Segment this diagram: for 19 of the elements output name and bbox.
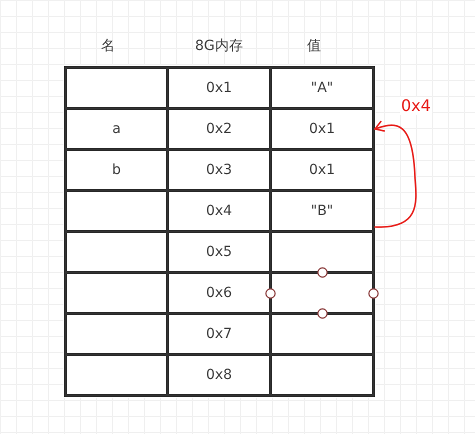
table-cell: b [64, 148, 169, 192]
table-cell: 0x8 [166, 353, 272, 397]
edge-label: 0x4 [400, 97, 432, 115]
table-cell: 0x7 [166, 312, 272, 356]
table-cell: 0x6 [166, 271, 272, 315]
table-cell: a [64, 107, 169, 151]
column-header: 值 [307, 37, 321, 55]
column-header: 名 [101, 37, 115, 55]
table-cell: 0x5 [166, 230, 272, 274]
table-cell: 0x2 [166, 107, 272, 151]
table-cell: 0x1 [269, 107, 375, 151]
table-cell: 0x4 [166, 189, 272, 233]
table-cell: "B" [269, 189, 375, 233]
column-header: 8G内存 [195, 37, 243, 55]
table-cell: 0x3 [166, 148, 272, 192]
table-cell: "A" [269, 66, 375, 110]
table-cell: 0x1 [269, 148, 375, 192]
arrow [374, 120, 417, 228]
table-cell: 0x1 [166, 66, 272, 110]
